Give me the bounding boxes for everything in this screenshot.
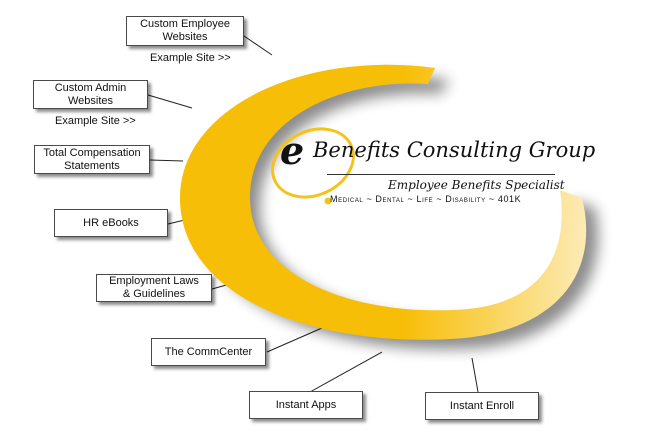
- node-instant-apps[interactable]: Instant Apps: [249, 391, 363, 419]
- logo-title: Benefits Consulting Group: [313, 138, 596, 162]
- logo-tagline: Medical ~ Dental ~ Life ~ Disability ~ 4…: [330, 194, 522, 204]
- logo-subtitle: Employee Benefits Specialist: [388, 178, 565, 192]
- node-label: Employment Laws: [109, 275, 199, 287]
- node-label: Websites: [162, 31, 208, 43]
- node-the-commcenter[interactable]: The CommCenter: [151, 338, 266, 366]
- node-label: Statements: [64, 159, 120, 172]
- logo-divider: [327, 174, 555, 175]
- node-hr-ebooks[interactable]: HR eBooks: [54, 209, 168, 237]
- node-label: The CommCenter: [164, 345, 253, 358]
- node-label: & Guidelines: [122, 288, 186, 300]
- logo-e-glyph: e: [280, 128, 305, 173]
- example-site-link-employee[interactable]: Example Site >>: [150, 52, 231, 64]
- node-label: Total Compensation: [43, 146, 141, 159]
- node-employment-laws-guidelines[interactable]: Employment Laws& Guidelines: [96, 274, 212, 302]
- node-label: Instant Enroll: [449, 399, 515, 412]
- node-label: Custom Admin: [54, 81, 127, 94]
- node-instant-enroll[interactable]: Instant Enroll: [425, 392, 539, 420]
- node-label: Custom Employee: [140, 18, 230, 30]
- example-site-link-admin[interactable]: Example Site >>: [55, 115, 136, 127]
- node-label: HR eBooks: [83, 216, 139, 229]
- node-label: Instant Apps: [275, 398, 337, 411]
- company-logo: e Benefits Consulting Group Employee Ben…: [270, 128, 595, 218]
- node-label: Websites: [67, 94, 114, 107]
